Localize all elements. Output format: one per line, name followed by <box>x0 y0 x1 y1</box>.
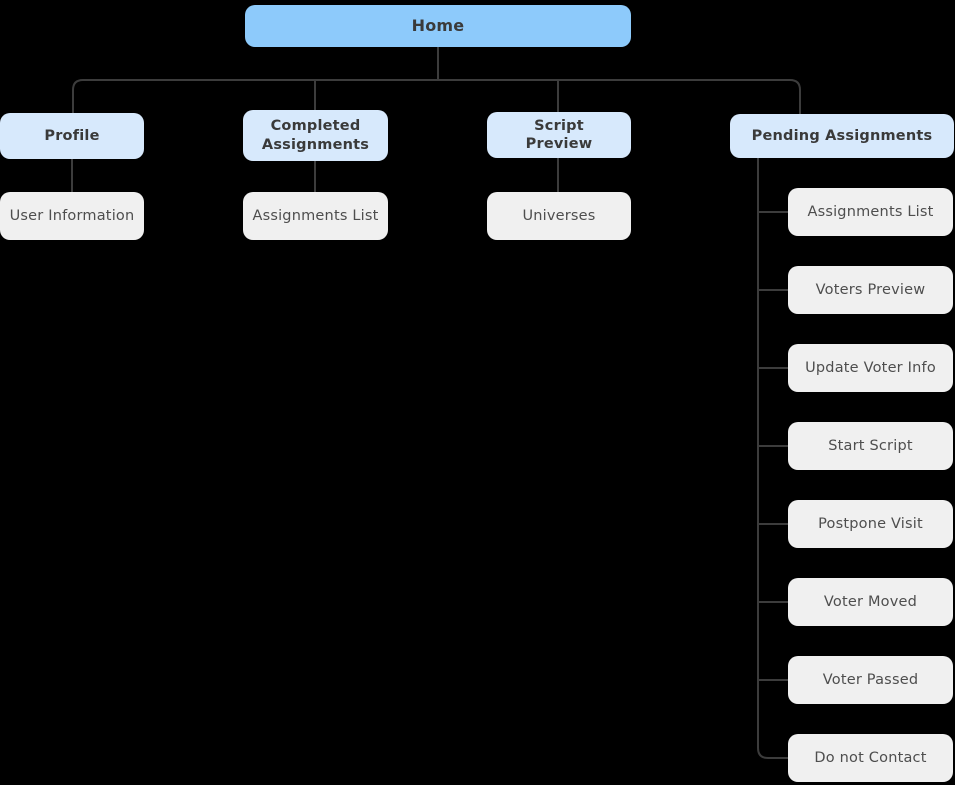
node-start-script: Start Script <box>788 422 953 470</box>
node-do-not-contact: Do not Contact <box>788 734 953 782</box>
node-pending-assignments-list: Assignments List <box>788 188 953 236</box>
node-universes: Universes <box>487 192 631 240</box>
node-home: Home <box>245 5 631 47</box>
node-voter-passed: Voter Passed <box>788 656 953 704</box>
node-user-information: User Information <box>0 192 144 240</box>
node-profile: Profile <box>0 113 144 159</box>
node-script-preview: Script Preview <box>487 112 631 158</box>
node-postpone-visit: Postpone Visit <box>788 500 953 548</box>
node-completed-assignments: Completed Assignments <box>243 110 388 161</box>
node-voters-preview: Voters Preview <box>788 266 953 314</box>
node-assignments-list: Assignments List <box>243 192 388 240</box>
node-pending-assignments: Pending Assignments <box>730 114 954 158</box>
node-update-voter-info: Update Voter Info <box>788 344 953 392</box>
node-voter-moved: Voter Moved <box>788 578 953 626</box>
